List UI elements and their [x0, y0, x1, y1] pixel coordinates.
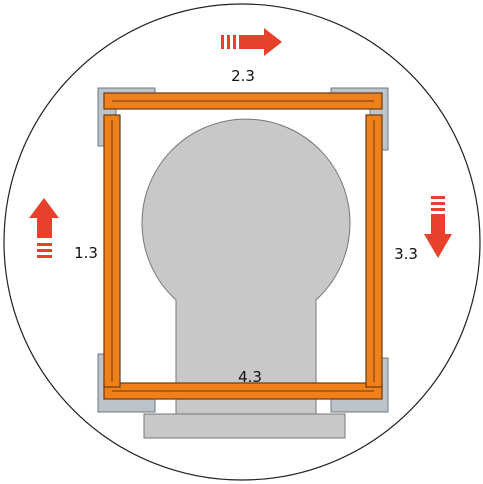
arrow-up-icon: [29, 198, 59, 258]
label-top: 2.3: [231, 67, 255, 85]
label-right: 3.3: [394, 245, 418, 263]
arrow-right-icon: [221, 28, 282, 56]
label-left: 1.3: [74, 244, 98, 262]
label-bottom: 4.3: [238, 368, 262, 386]
frame-bars: [103, 92, 383, 400]
keyhole-stem-and-head: [141, 118, 351, 415]
keyhole-body: [141, 118, 351, 439]
arrow-down-icon: [424, 196, 452, 258]
keyhole-base: [143, 413, 346, 439]
